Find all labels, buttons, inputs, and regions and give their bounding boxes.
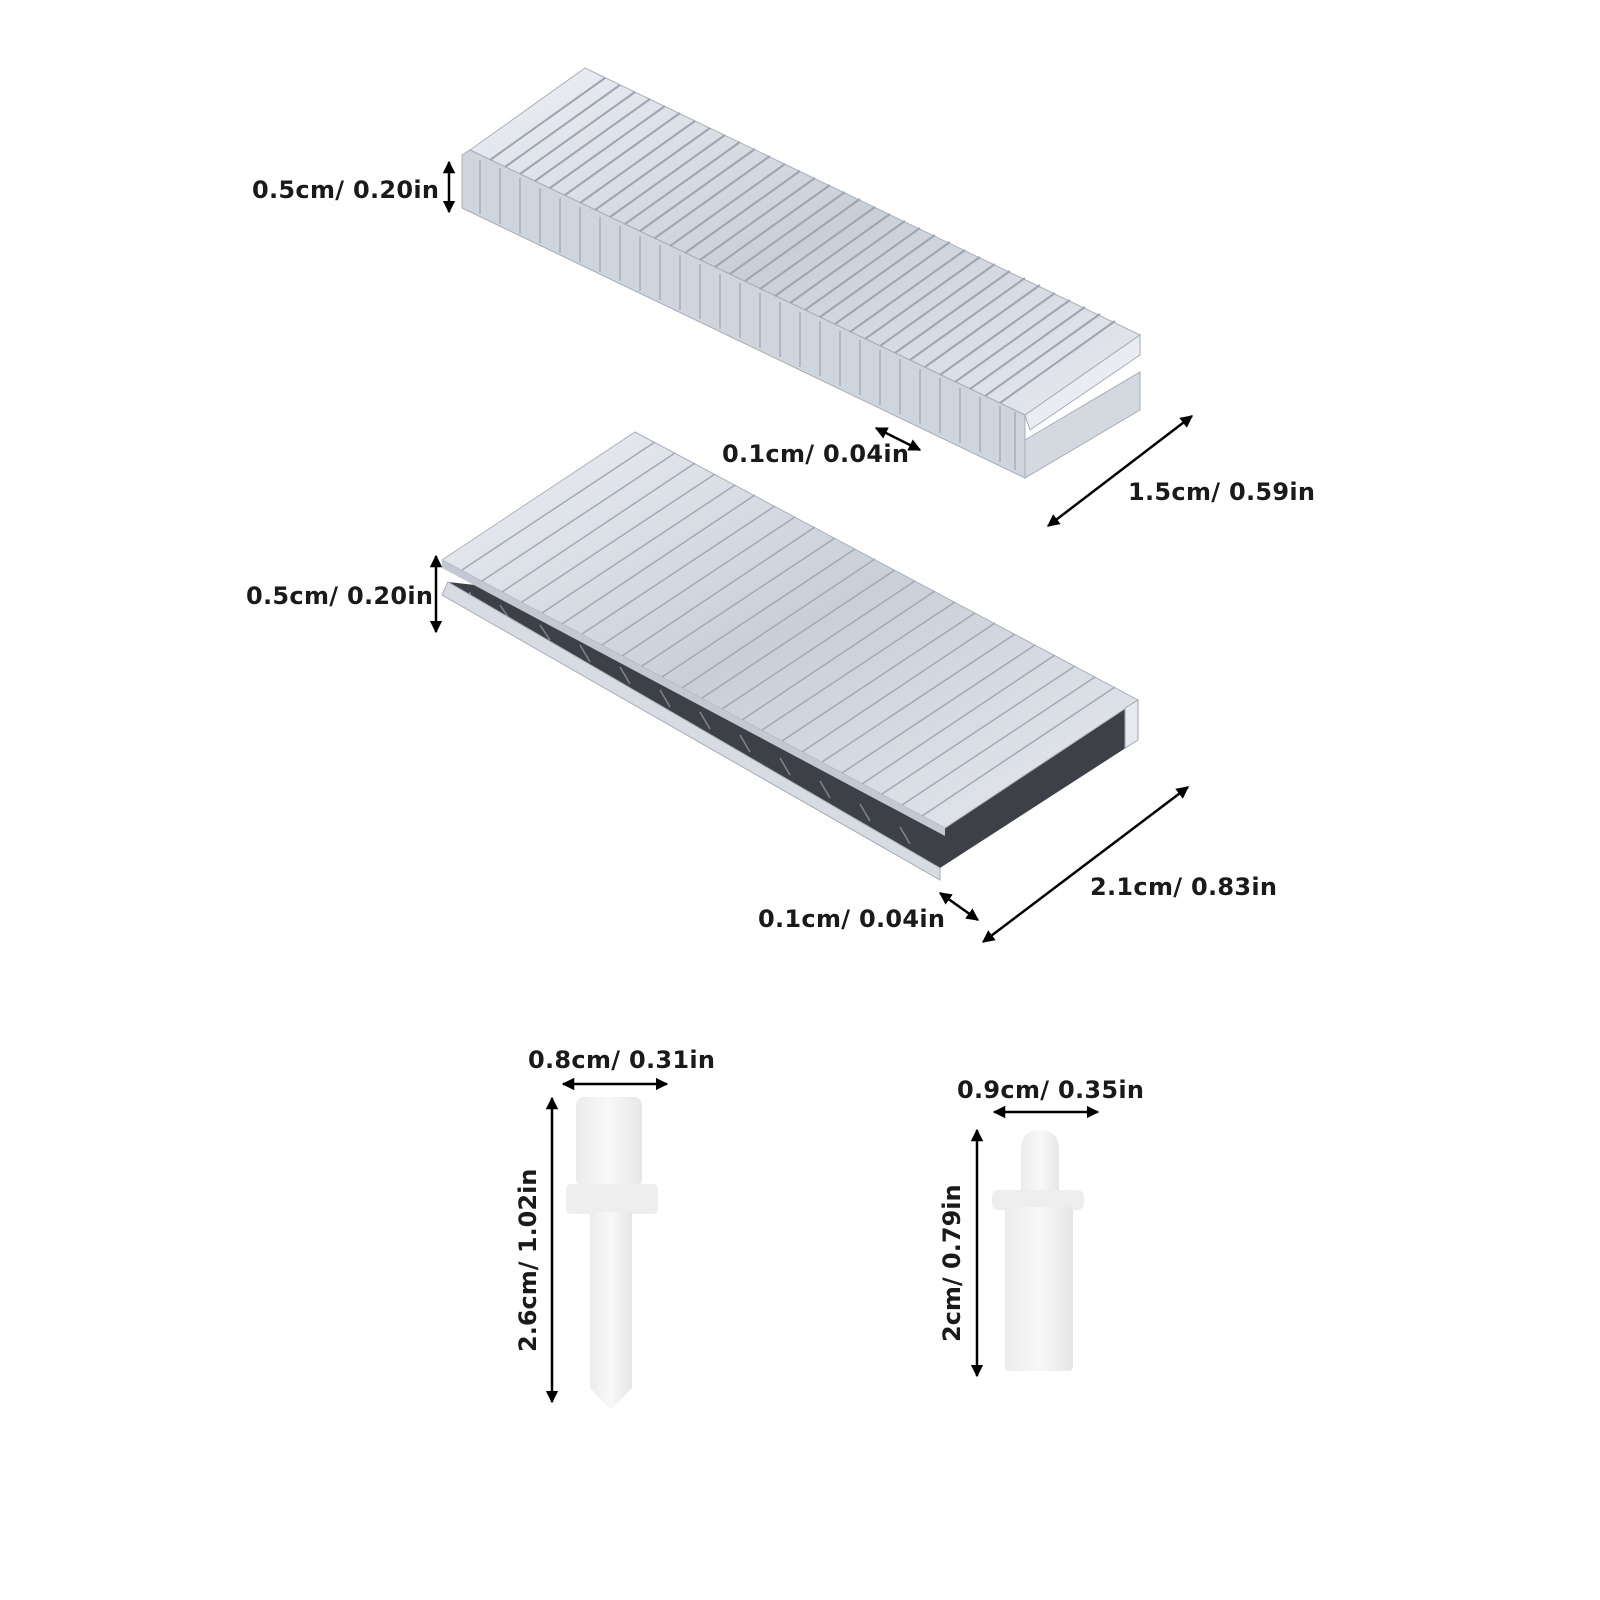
pin2-width-label: 0.9cm/ 0.35in — [957, 1076, 1145, 1104]
staple2-thickness-label: 0.1cm/ 0.04in — [758, 905, 946, 933]
arrow-thickness-2 — [938, 891, 980, 922]
pin1-width-label: 0.8cm/ 0.31in — [528, 1046, 716, 1074]
pin1-height-label: 2.6cm/ 1.02in — [514, 1168, 542, 1352]
dimension-arrows — [429, 160, 1193, 1404]
staple1-length-label: 1.5cm/ 0.59in — [1128, 478, 1316, 506]
staple2-height-label: 0.5cm/ 0.20in — [246, 582, 434, 610]
staple1-thickness-label: 0.1cm/ 0.04in — [722, 440, 910, 468]
staple1-height-label: 0.5cm/ 0.20in — [252, 176, 440, 204]
plastic-pin-long — [566, 1097, 658, 1410]
staple2-length-label: 2.1cm/ 0.83in — [1090, 873, 1278, 901]
plastic-pin-short — [992, 1130, 1084, 1371]
staple-strip-short — [461, 67, 1141, 479]
arrow-length-1 — [1047, 415, 1193, 527]
staple-strip-long — [441, 431, 1139, 881]
arrow-length-2 — [982, 786, 1189, 943]
arrow-thickness-1 — [874, 426, 922, 452]
pin2-height-label: 2cm/ 0.79in — [938, 1184, 966, 1342]
